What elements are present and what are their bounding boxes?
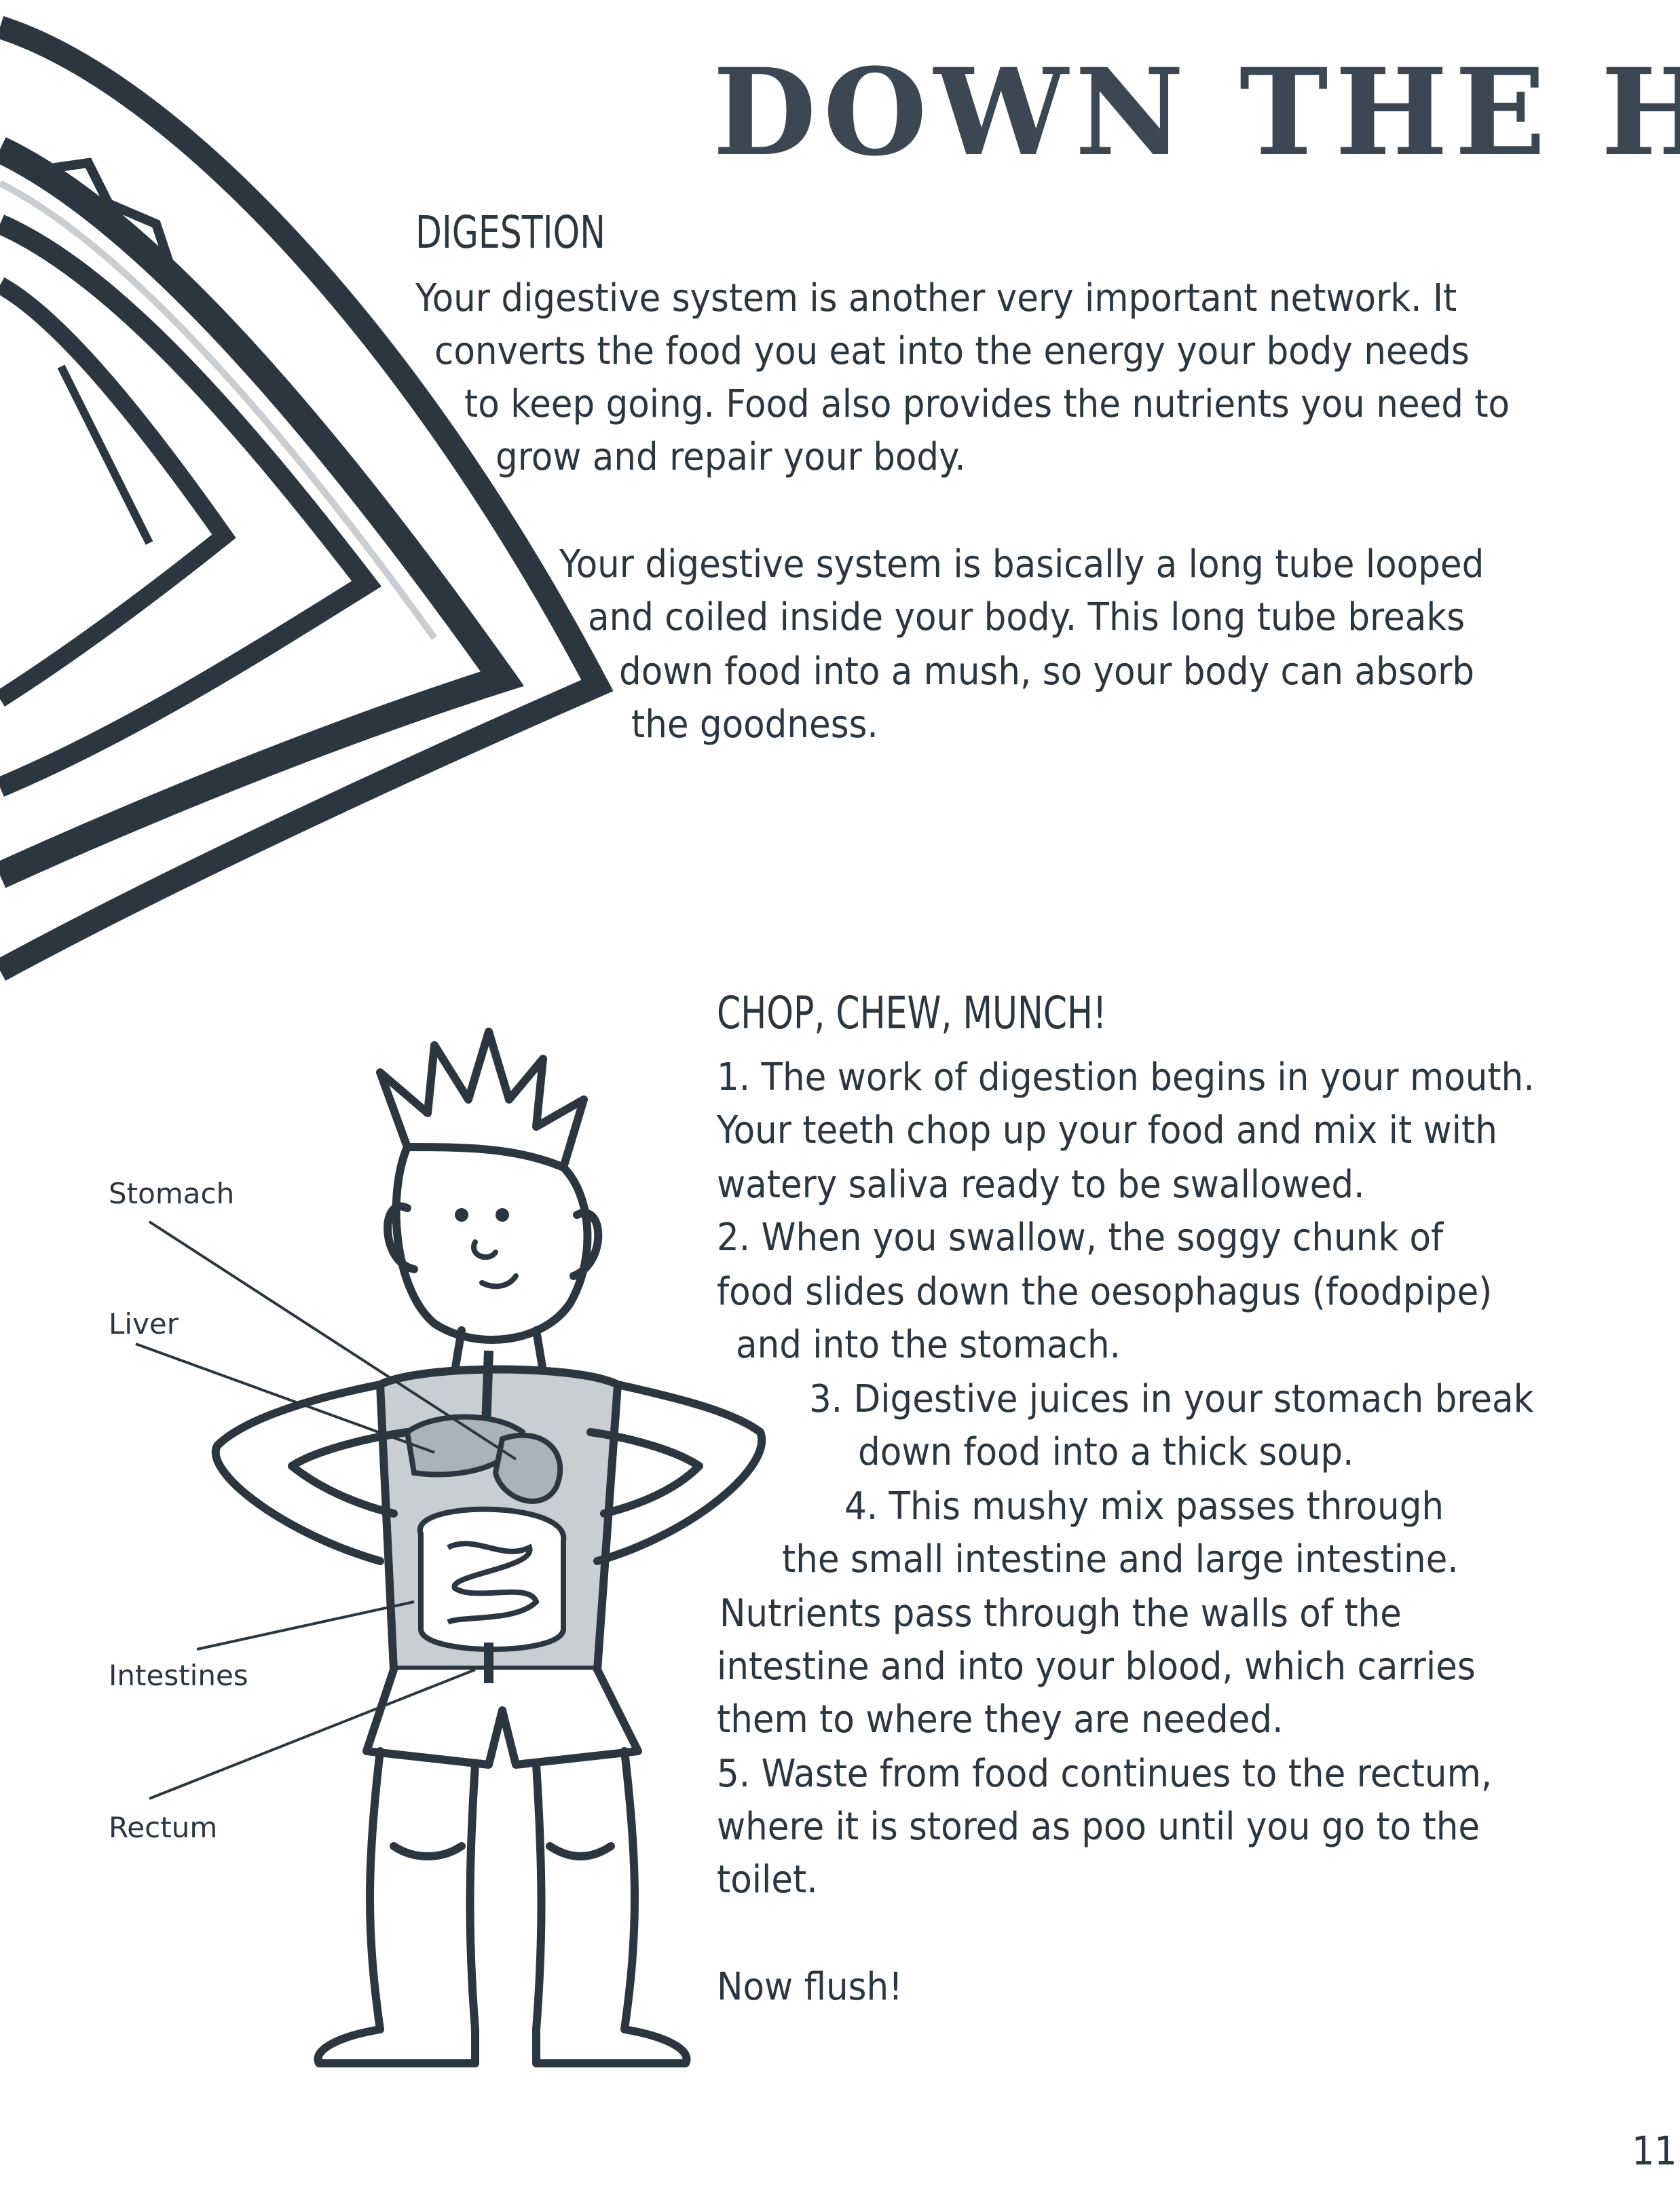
- chop-text-line: watery saliva ready to be swallowed.: [717, 1163, 1365, 1207]
- swirl-band-outer: [0, 16, 614, 981]
- liver-leader-line: [135, 1343, 435, 1454]
- chop-text-line: and into the stomach.: [736, 1323, 1121, 1367]
- nose: [471, 1239, 498, 1260]
- decorative-swirl: [0, 16, 614, 981]
- left-knee: [390, 1842, 466, 1860]
- swirl-band-middle: [0, 136, 525, 888]
- swirl-spike: [57, 364, 153, 545]
- swirl-band-inner: [0, 214, 381, 797]
- shorts: [362, 1666, 642, 1769]
- rectum-label: Rectum: [109, 1811, 218, 1844]
- chop-text-line: them to where they are needed.: [717, 1697, 1284, 1742]
- page-number: 11: [1632, 2128, 1677, 2174]
- chop-text-line: 1. The work of digestion begins in your …: [717, 1055, 1535, 1100]
- hair: [376, 1028, 588, 1171]
- chop-chew-munch-heading: CHOP, CHEW, MUNCH!: [717, 987, 1107, 1039]
- small-intestine: [447, 1541, 540, 1625]
- rectum-leader-line: [149, 1668, 476, 1800]
- digestion-text-line: and coiled inside your body. This long t…: [588, 595, 1466, 639]
- digestion-text-line: converts the food you eat into the energ…: [434, 329, 1470, 373]
- chop-text-line: intestine and into your blood, which car…: [717, 1645, 1476, 1689]
- left-foot: [314, 2025, 479, 2067]
- right-eye: [496, 1208, 509, 1222]
- digestion-text-line: the goodness.: [631, 702, 878, 747]
- digestion-text-line: Your digestive system is another very im…: [415, 276, 1457, 320]
- chop-text-line: 4. This mushy mix passes through: [844, 1484, 1444, 1528]
- neck: [451, 1326, 547, 1375]
- digestive-system-illustration: [135, 1028, 766, 2067]
- digestion-text-line: to keep going. Food also provides the nu…: [464, 382, 1510, 426]
- chop-text-line: Your teeth chop up your food and mix it …: [717, 1108, 1497, 1152]
- chop-text-line: where it is stored as poo until you go t…: [717, 1805, 1480, 1849]
- chop-text-line: toilet.: [717, 1858, 818, 1902]
- closing-line: Now flush!: [717, 1965, 903, 2009]
- swirl-crack: [0, 151, 174, 267]
- chop-text-line: down food into a thick soup.: [858, 1430, 1354, 1474]
- swirl-band-core: [0, 277, 236, 707]
- intestines-label: Intestines: [109, 1659, 248, 1692]
- left-ear: [384, 1202, 418, 1273]
- stomach-label: Stomach: [109, 1177, 235, 1210]
- chop-text-line: food slides down the oesophagus (foodpip…: [717, 1270, 1493, 1314]
- chop-text-line: Nutrients pass through the walls of the: [720, 1592, 1402, 1636]
- stomach-leader-line: [148, 1220, 517, 1461]
- liver-label: Liver: [109, 1307, 179, 1340]
- chop-text-line: 2. When you swallow, the soggy chunk of: [717, 1216, 1444, 1260]
- digestion-text-line: down food into a mush, so your body can …: [619, 650, 1474, 694]
- left-leg: [366, 1747, 479, 2033]
- left-eye: [455, 1208, 468, 1222]
- page-title: DOWN THE HATCH: [713, 42, 1680, 183]
- swirl-highlight: [0, 180, 438, 640]
- stomach: [492, 1432, 563, 1504]
- right-ear: [570, 1209, 603, 1280]
- chop-text-line: 3. Digestive juices in your stomach brea…: [809, 1377, 1534, 1421]
- left-arm: [211, 1381, 411, 1565]
- digestion-heading: DIGESTION: [415, 206, 605, 259]
- head: [392, 1143, 592, 1344]
- right-arm: [586, 1381, 766, 1565]
- right-foot: [532, 2025, 691, 2067]
- right-knee: [546, 1842, 615, 1860]
- digestion-text-line: Your digestive system is basically a lon…: [559, 542, 1485, 586]
- digestion-text-line: grow and repair your body.: [496, 435, 966, 479]
- liver: [404, 1414, 526, 1478]
- right-leg: [532, 1747, 639, 2033]
- mouth: [479, 1273, 519, 1290]
- chop-text-line: 5. Waste from food continues to the rect…: [717, 1752, 1493, 1796]
- chop-text-line: the small intestine and large intestine.: [782, 1537, 1459, 1581]
- large-intestine: [417, 1506, 567, 1652]
- intestines-leader-line: [196, 1600, 415, 1651]
